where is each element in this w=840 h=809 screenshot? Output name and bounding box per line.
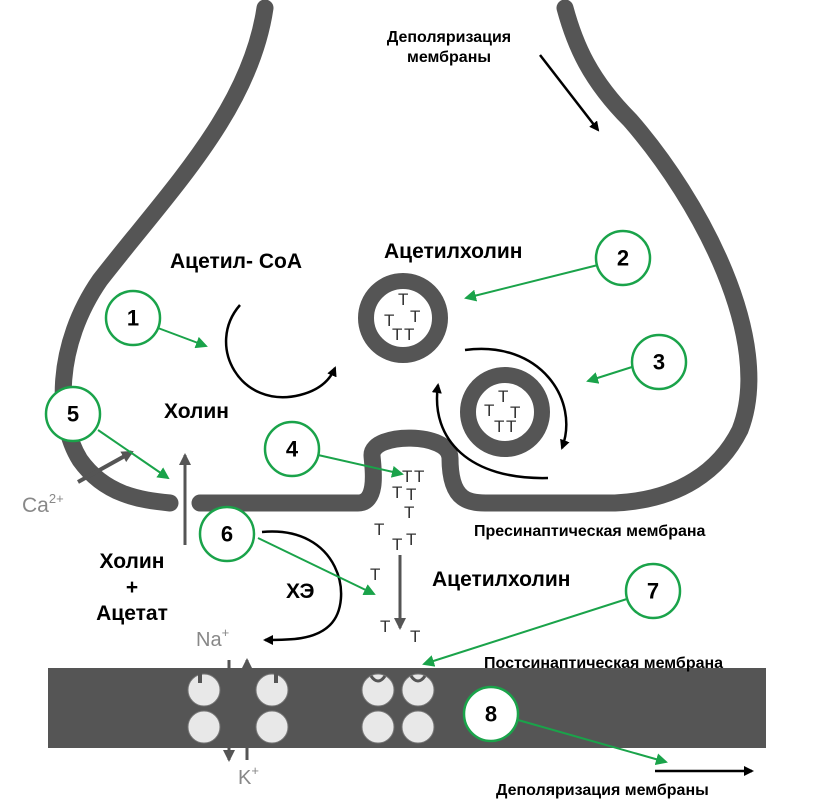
marker-8: 8 [462, 685, 520, 743]
label-postsynaptic-membrane: Постсинаптическая мембрана [484, 655, 723, 672]
vesicle-cycle-arrow-left [431, 383, 549, 480]
acetylcholine-molecule: T [392, 325, 402, 344]
acetylcholine-molecule: T [370, 565, 380, 584]
svg-text:5: 5 [67, 402, 79, 427]
svg-text:4: 4 [286, 437, 299, 462]
acetylcholine-molecule: T [410, 627, 420, 646]
marker-3: 3 [630, 333, 688, 391]
label-acetylcholine-top: Ацетилхолин [384, 240, 522, 263]
acetylcholine-molecule: T [374, 520, 384, 539]
acetylcholine-molecule: T [410, 307, 420, 326]
che-hydrolysis-arrow [261, 530, 343, 645]
depolarization-arrow-top [539, 54, 600, 132]
label-sodium-ion: Na+ [196, 625, 229, 651]
acetylcholine-molecule: T [484, 401, 494, 420]
acetylcholine-molecule: T [398, 290, 408, 309]
marker-7: 7 [624, 562, 682, 620]
label-calcium-ion: Ca2+ [22, 491, 64, 517]
acetylcholine-molecule: T [402, 467, 412, 486]
vesicle-1 [358, 273, 448, 363]
acetylcholine-molecule: T [392, 535, 402, 554]
acetylcholine-molecule: T [392, 483, 402, 502]
acetylcholine-molecule: T [414, 467, 424, 486]
receptor-group-left [187, 670, 289, 744]
acetylcholine-molecule: T [494, 417, 504, 436]
svg-text:6: 6 [221, 522, 233, 547]
label-choline-acetate-line1: Холин [100, 550, 165, 573]
acetylcholine-molecule: T [406, 530, 416, 549]
label-presynaptic-membrane: Пресинаптическая мембрана [474, 523, 706, 540]
acetylcholine-molecule: T [384, 311, 394, 330]
label-choline-acetate-line3: Ацетат [96, 602, 168, 625]
acetylcholine-molecule: T [404, 503, 414, 522]
marker-4: 4 [263, 420, 321, 478]
label-cholinesterase: ХЭ [286, 580, 314, 603]
receptor-group-right [361, 673, 435, 744]
acetylcholine-molecule: T [510, 403, 520, 422]
vesicle-2 [460, 367, 550, 457]
svg-text:3: 3 [653, 350, 665, 375]
label-choline: Холин [164, 400, 229, 423]
svg-text:2: 2 [617, 246, 629, 271]
presynaptic-terminal [54, 0, 758, 512]
acetylcholine-molecule: T [506, 417, 516, 436]
label-depolarization-top-line2: мембраны [407, 49, 491, 66]
svg-text:8: 8 [485, 702, 497, 727]
marker-2: 2 [594, 229, 652, 287]
marker-5: 5 [44, 385, 102, 443]
label-potassium-ion: K+ [238, 763, 259, 789]
vesicle-cycle-arrow-right [464, 347, 570, 450]
acetylcholine-molecule: T [498, 387, 508, 406]
calcium-entry-arrow [77, 450, 134, 484]
marker-arrows [97, 264, 668, 766]
svg-text:1: 1 [127, 306, 139, 331]
label-depolarization-top-line1: Деполяризация [387, 29, 511, 46]
label-choline-acetate-line2: + [126, 576, 138, 599]
label-acetylcholine-cleft: Ацетилхолин [432, 568, 570, 591]
acetylcholine-molecule: T [404, 325, 414, 344]
acetylcholine-molecule: T [380, 617, 390, 636]
label-acetyl-coa: Ацетил- CoA [170, 250, 302, 273]
acetylcholine-molecule: T [406, 485, 416, 504]
acetyl-coa-arrow [224, 304, 337, 399]
svg-text:7: 7 [647, 579, 659, 604]
marker-1: 1 [104, 289, 162, 347]
label-depolarization-bottom: Деполяризация мембраны [496, 782, 709, 799]
marker-6: 6 [198, 505, 256, 563]
